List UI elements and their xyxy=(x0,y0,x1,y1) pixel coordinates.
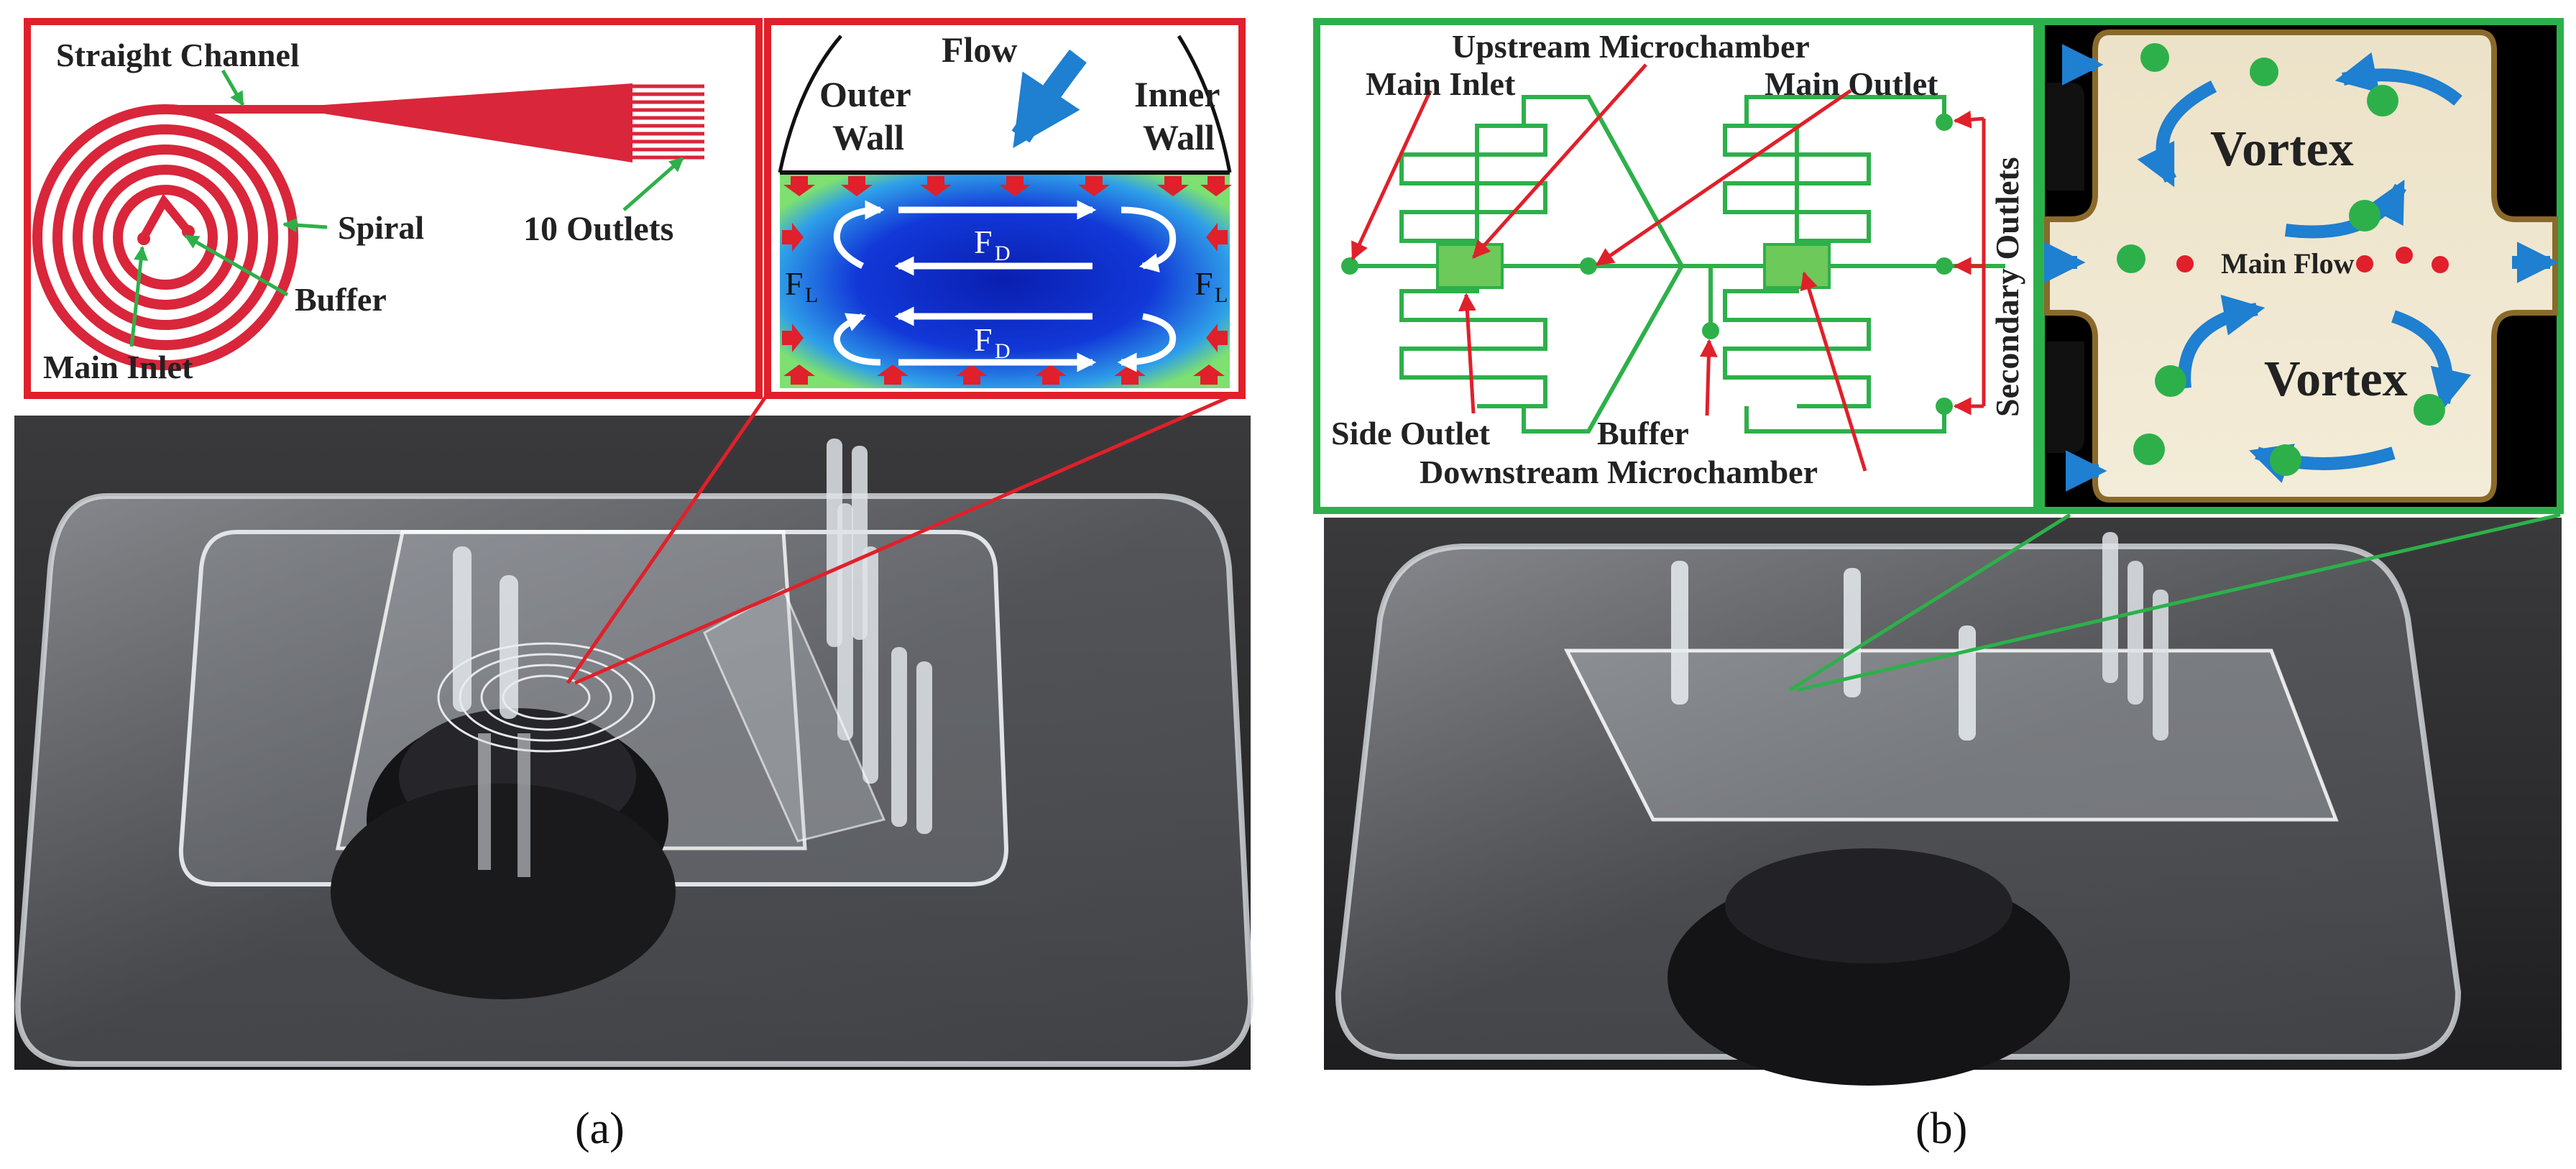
label-secondary-outlets: Secondary Outlets xyxy=(1989,157,2025,417)
label-upstream-microchamber: Upstream Microchamber xyxy=(1452,28,1810,65)
label-buffer-b: Buffer xyxy=(1597,415,1689,451)
label-fd-bottom: F D xyxy=(974,321,1011,363)
label-inner-wall-2: Wall xyxy=(1143,117,1215,157)
caption-b: (b) xyxy=(1915,1104,1967,1153)
label-straight-channel: Straight Channel xyxy=(56,37,300,73)
label-outer-wall-1: Outer xyxy=(819,74,911,114)
label-flow: Flow xyxy=(942,29,1018,70)
label-ten-outlets: 10 Outlets xyxy=(523,210,673,248)
svg-text:L: L xyxy=(805,283,818,307)
label-fl-left: F L xyxy=(785,265,818,307)
label-main-inlet-b: Main Inlet xyxy=(1366,65,1516,102)
label-inner-wall-1: Inner xyxy=(1134,74,1220,114)
panel-a: Straight Channel Spiral 10 Outlets Buffe… xyxy=(14,18,1254,1153)
upstream-microchamber xyxy=(1436,243,1504,289)
vortex-flow-arrows xyxy=(2043,44,2559,492)
label-vortex-bottom: Vortex xyxy=(2264,352,2408,407)
chip-leader-arrows xyxy=(1351,63,1984,472)
straight-channel-and-taper xyxy=(165,83,704,162)
chip-schematic-inset: Upstream Microchamber Main Inlet Main Ou… xyxy=(1313,18,2041,514)
label-fl-right: F L xyxy=(1195,265,1228,307)
wall-force-arrows xyxy=(782,176,1232,385)
caption-a: (a) xyxy=(575,1104,625,1153)
svg-text:D: D xyxy=(995,339,1011,363)
port-dots xyxy=(1341,114,1953,415)
label-main-outlet: Main Outlet xyxy=(1765,65,1938,102)
flow-arrow-icon xyxy=(1011,49,1087,148)
panel-b: Upstream Microchamber Main Inlet Main Ou… xyxy=(1313,18,2564,1153)
svg-text:F: F xyxy=(1195,265,1213,302)
green-particles xyxy=(2117,43,2445,476)
dean-vortex-arrows xyxy=(833,200,1177,372)
downstream-microchamber xyxy=(1763,243,1831,289)
label-main-flow: Main Flow xyxy=(2221,247,2355,280)
svg-text:F: F xyxy=(974,224,993,260)
spiral-channel xyxy=(32,104,298,370)
label-side-outlet: Side Outlet xyxy=(1331,415,1491,451)
photo-b-microchamber-device xyxy=(1324,513,2562,1086)
label-downstream-microchamber: Downstream Microchamber xyxy=(1420,454,1818,490)
svg-text:D: D xyxy=(995,242,1011,265)
svg-text:F: F xyxy=(785,265,804,302)
label-buffer: Buffer xyxy=(295,281,387,318)
svg-text:F: F xyxy=(974,321,993,358)
spiral-leader-arrows xyxy=(129,69,684,347)
ten-outlets xyxy=(632,84,704,160)
vortex-micrograph-inset: Vortex Main Flow Vortex xyxy=(2038,18,2564,514)
label-outer-wall-2: Wall xyxy=(832,117,904,157)
red-particles xyxy=(2176,247,2449,273)
spiral-schematic-inset: Straight Channel Spiral 10 Outlets Buffe… xyxy=(24,18,763,399)
photo-a-spiral-device xyxy=(14,392,1254,1070)
label-vortex-top: Vortex xyxy=(2210,122,2354,177)
label-spiral: Spiral xyxy=(338,209,424,246)
svg-text:L: L xyxy=(1215,283,1228,307)
label-fd-top: F D xyxy=(974,224,1011,265)
label-main-inlet: Main Inlet xyxy=(43,349,193,385)
cross-section-inset: Flow Outer Wall Inner Wall xyxy=(764,18,1246,399)
